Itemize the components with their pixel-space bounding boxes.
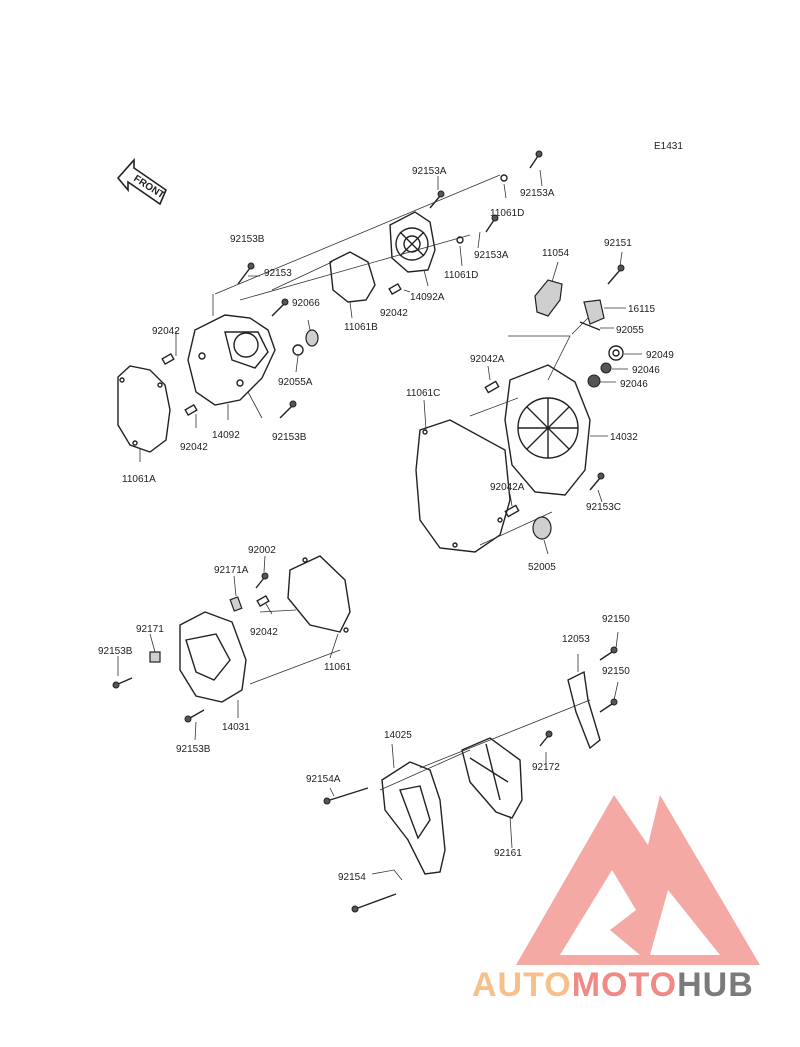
label-92171a: 92171A — [214, 565, 249, 576]
label-92154: 92154 — [338, 872, 366, 883]
label-14032: 14032 — [610, 432, 638, 443]
cover-14092a-group — [214, 150, 543, 319]
label-92046-2: 92046 — [620, 379, 648, 390]
label-11061d-2: 11061D — [444, 270, 478, 281]
cover-14032-group — [415, 251, 642, 555]
label-92150-2: 92150 — [602, 666, 630, 677]
label-11061c: 11061C — [406, 388, 440, 399]
label-92151: 92151 — [604, 238, 632, 249]
logo-text-hub: HUB — [677, 966, 754, 1004]
bracket-12053 — [567, 670, 601, 750]
label-92002: 92002 — [248, 545, 276, 556]
label-11061b: 11061B — [344, 322, 378, 333]
label-92042a-2: 92042A — [490, 482, 525, 493]
label-11061d-1: 11061D — [490, 208, 524, 219]
cover-14032 — [504, 364, 591, 496]
label-92171: 92171 — [136, 624, 164, 635]
logo-text-auto: AUTO — [472, 966, 572, 1004]
label-92055a: 92055A — [278, 377, 313, 388]
label-92172: 92172 — [532, 762, 560, 773]
gasket-11061b — [329, 251, 376, 303]
label-92153a-1: 92153A — [412, 166, 447, 177]
part-labels: 92153A 92153A 11061D 92153A 11061D 92153… — [98, 166, 674, 883]
logo-text-moto: MOTO — [572, 966, 677, 1004]
label-92066: 92066 — [292, 298, 320, 309]
guard-14025-group — [323, 631, 619, 913]
label-11061a: 11061A — [122, 474, 156, 485]
cover-92161 — [461, 737, 523, 819]
watermark-logo: AUTOMOTOHUB — [472, 795, 760, 1004]
label-92049: 92049 — [646, 350, 674, 361]
label-92153b-1: 92153B — [230, 234, 265, 245]
logo-triangle-icon — [516, 795, 760, 965]
cover-14092a — [389, 211, 436, 273]
label-12053: 12053 — [562, 634, 590, 645]
label-92042-1: 92042 — [380, 308, 408, 319]
svg-text:AUTOMOTOHUB: AUTOMOTOHUB — [472, 966, 754, 1004]
label-14025: 14025 — [384, 730, 412, 741]
label-92161: 92161 — [494, 848, 522, 859]
label-92150-1: 92150 — [602, 614, 630, 625]
label-92042a-1: 92042A — [470, 354, 505, 365]
bracket-11054 — [534, 279, 563, 317]
label-92042-2: 92042 — [152, 326, 180, 337]
cap-16115 — [583, 299, 605, 325]
label-52005: 52005 — [528, 562, 556, 573]
cover-14092 — [187, 314, 276, 406]
label-92042-3: 92042 — [180, 442, 208, 453]
label-14092a: 14092A — [410, 292, 445, 303]
diagram-code: E1431 — [654, 141, 683, 152]
label-92055: 92055 — [616, 325, 644, 336]
label-92153a-2: 92153A — [520, 188, 555, 199]
label-14031: 14031 — [222, 722, 250, 733]
label-92046-1: 92046 — [632, 365, 660, 376]
label-14092: 14092 — [212, 430, 240, 441]
gasket-11061a — [117, 365, 171, 453]
label-92153b-4: 92153B — [176, 744, 211, 755]
label-92153a-3: 92153A — [474, 250, 509, 261]
label-11061: 11061 — [324, 662, 352, 673]
label-92153c: 92153C — [586, 502, 621, 513]
cover-14092-group — [117, 262, 319, 462]
label-92153b-2: 92153B — [272, 432, 307, 443]
cover-14031-group — [112, 555, 351, 741]
cover-14031 — [179, 611, 247, 703]
gasket-11061c — [415, 419, 511, 553]
label-92154a: 92154A — [306, 774, 341, 785]
front-arrow-icon: FRONT — [116, 157, 167, 206]
label-92153: 92153 — [264, 268, 292, 279]
guard-14025 — [381, 761, 446, 875]
label-11054: 11054 — [542, 248, 570, 259]
label-92042-4: 92042 — [250, 627, 278, 638]
label-92153b-3: 92153B — [98, 646, 133, 657]
gasket-11061 — [287, 555, 351, 633]
label-16115: 16115 — [628, 304, 656, 315]
